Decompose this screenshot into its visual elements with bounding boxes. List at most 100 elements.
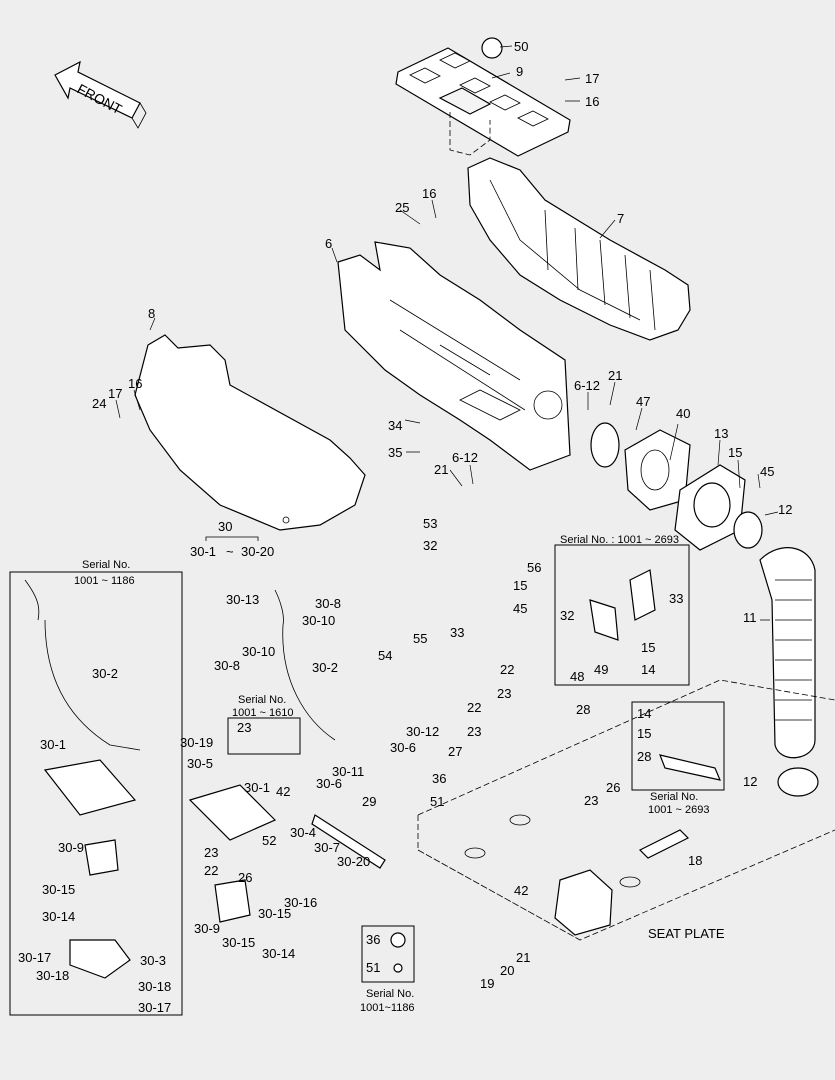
callout-mid-30-1: 30-1 [244, 780, 270, 795]
callout-mid-30-6a: 30-6 [316, 776, 342, 791]
svg-text:Serial No.: Serial No. [366, 988, 414, 1000]
callout-mid-30-15b: 30-15 [222, 935, 255, 950]
serial-box-middle: Serial No. 1001 ~ 1610 [188, 589, 386, 923]
callout-mid-30-9: 30-9 [194, 921, 220, 936]
callout-27: 27 [448, 744, 462, 759]
callout-49: 49 [594, 662, 608, 677]
serial-box-left: Serial No. 1001 ~ 1186 [9, 559, 183, 1016]
callout-left-30-9: 30-9 [58, 840, 84, 855]
callout-mid-23b: 23 [204, 845, 218, 860]
seat-plate-label: SEAT PLATE [648, 926, 725, 941]
svg-text:1001 ~ 1186: 1001 ~ 1186 [74, 575, 135, 587]
callout-mid-30-12: 30-12 [406, 724, 439, 739]
callout-21b: 21 [434, 462, 448, 477]
callout-mid-42: 42 [276, 784, 290, 799]
frame-6 [337, 241, 571, 471]
callout-15d: 15 [637, 726, 651, 741]
svg-text:Serial No. : 1001 ~ 2693: Serial No. : 1001 ~ 2693 [560, 534, 679, 546]
svg-text:~: ~ [226, 544, 234, 559]
callout-28b: 28 [637, 749, 651, 764]
callout-47: 47 [636, 394, 650, 409]
callout-14b: 14 [637, 706, 651, 721]
svg-text:30: 30 [218, 519, 232, 534]
callout-23c: 23 [584, 793, 598, 808]
callout-23b: 23 [467, 724, 481, 739]
callout-34: 34 [388, 418, 402, 433]
callout-mid-29: 29 [362, 794, 376, 809]
callout-17a: 17 [585, 71, 599, 86]
callout-51a: 51 [430, 794, 444, 809]
callout-6: 6 [325, 236, 332, 251]
callout-mid-23: 23 [237, 720, 251, 735]
callout-mid-30-10a: 30-10 [302, 613, 335, 628]
callout-21a: 21 [608, 368, 622, 383]
callout-16b: 16 [422, 186, 436, 201]
svg-text:1001~1186: 1001~1186 [360, 1002, 415, 1014]
callout-left-30-18a: 30-18 [36, 968, 69, 983]
callout-left-30-14: 30-14 [42, 909, 75, 924]
duct-assembly [590, 422, 819, 797]
callout-45b: 45 [513, 601, 527, 616]
callout-mid-30-6b: 30-6 [390, 740, 416, 755]
callout-50: 50 [514, 39, 528, 54]
callout-56: 56 [527, 560, 541, 575]
callout-mid-30-10b: 30-10 [242, 644, 275, 659]
callout-23a: 23 [497, 686, 511, 701]
callout-53: 53 [423, 516, 437, 531]
callout-33a: 33 [450, 625, 464, 640]
callout-mid-52: 52 [262, 833, 276, 848]
callout-33b: 33 [669, 591, 683, 606]
callout-26a: 26 [606, 780, 620, 795]
callout-left-30-17b: 30-17 [138, 1000, 171, 1015]
callout-36a: 36 [432, 771, 446, 786]
callout-6-12b: 6-12 [452, 450, 478, 465]
callout-45a: 45 [760, 464, 774, 479]
callout-36b: 36 [366, 932, 380, 947]
callout-mid-30-11: 30-11 [332, 764, 364, 779]
callout-17b: 17 [108, 386, 122, 401]
cover-7 [467, 157, 691, 341]
callout-15c: 15 [641, 640, 655, 655]
callout-22a: 22 [500, 662, 514, 677]
callout-mid-22: 22 [204, 863, 218, 878]
callout-left-30-18b: 30-18 [138, 979, 171, 994]
callout-mid-30-8a: 30-8 [315, 596, 341, 611]
callout-12b: 12 [743, 774, 757, 789]
callout-7: 7 [617, 211, 624, 226]
callout-24: 24 [92, 396, 106, 411]
callout-left-30-17a: 30-17 [18, 950, 51, 965]
callout-mid-30-14: 30-14 [262, 946, 295, 961]
callout-labels: 50 9 17 16 25 16 7 6 8 24 17 16 6-12 21 … [18, 39, 792, 1015]
callout-12a: 12 [778, 502, 792, 517]
callout-22b: 22 [467, 700, 481, 715]
callout-13: 13 [714, 426, 728, 441]
callout-left-30-2: 30-2 [92, 666, 118, 681]
front-arrow: FRONT [54, 60, 147, 129]
side-cover-8 [134, 334, 366, 531]
serial-box-bottom: Serial No. 1001~1186 [360, 925, 415, 1014]
callout-51b: 51 [366, 960, 380, 975]
callout-28a: 28 [576, 702, 590, 717]
callout-25: 25 [395, 200, 409, 215]
svg-text:1001 ~ 1610: 1001 ~ 1610 [232, 707, 293, 719]
svg-text:30-20: 30-20 [241, 544, 274, 559]
console-plate-9 [395, 37, 571, 157]
callout-48: 48 [570, 669, 584, 684]
callout-16a: 16 [585, 94, 599, 109]
callout-mid-26: 26 [238, 870, 252, 885]
callout-mid-30-15a: 30-15 [258, 906, 291, 921]
callout-55: 55 [413, 631, 427, 646]
callout-9: 9 [516, 64, 523, 79]
callout-15a: 15 [728, 445, 742, 460]
callout-19: 19 [480, 976, 494, 991]
svg-text:30-1: 30-1 [190, 544, 216, 559]
seat-plate: SEAT PLATE [417, 679, 835, 941]
leader-lines [115, 45, 779, 621]
callout-8: 8 [148, 306, 155, 321]
callout-mid-30-16: 30-16 [284, 895, 317, 910]
callout-15b: 15 [513, 578, 527, 593]
svg-text:Serial No.: Serial No. [82, 559, 130, 571]
group-header-30: 30 30-1 ~ 30-20 [190, 519, 274, 559]
callout-35: 35 [388, 445, 402, 460]
callout-left-30-3: 30-3 [140, 953, 166, 968]
